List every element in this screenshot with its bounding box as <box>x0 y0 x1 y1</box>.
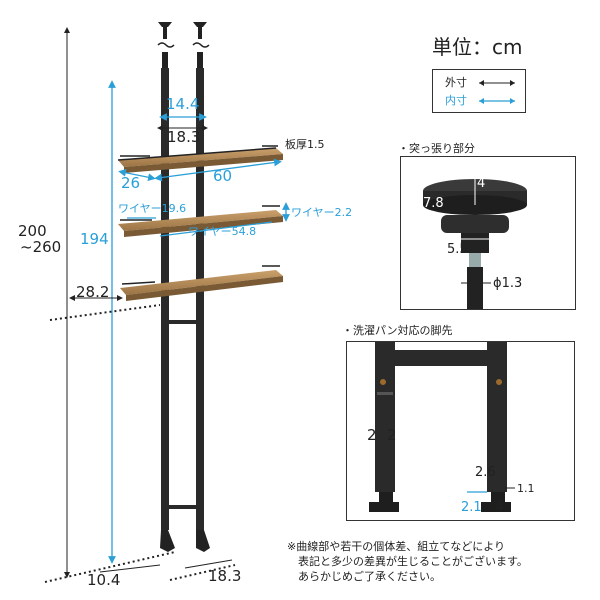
shelf-width-label: 60 <box>213 167 233 185</box>
note-line: あらかじめご了承ください。 <box>298 570 441 583</box>
rod-dia-label: ϕ1.3 <box>493 276 523 291</box>
leg-dim-right-label: 2 <box>387 426 397 444</box>
leg-dim-left-label: 2 <box>367 426 377 444</box>
shelf-middle <box>118 205 283 237</box>
cap-dia-label: 4 <box>477 176 486 191</box>
foot-outer-label: 4 <box>495 500 504 515</box>
wire-width-label: ワイヤー54.8 <box>188 225 257 238</box>
feet-detail-caption: ・洗濯パン対応の脚先 <box>342 324 453 337</box>
poles <box>160 68 210 552</box>
legend-outer-label: 外寸 <box>445 76 467 89</box>
wire-depth-label: ワイヤー19.6 <box>118 202 187 215</box>
cap-width-label: 5.5 <box>447 242 468 257</box>
note-line: ※曲線部や若干の個体差、組立てなどにより <box>287 540 505 553</box>
shelf-depth-label: 26 <box>121 174 141 192</box>
top-adjusters <box>157 22 210 68</box>
pole-outer-width-label: 18.3 <box>167 128 201 146</box>
shelf-bottom <box>120 265 283 301</box>
feet-detail-panel: 2 2 2.6 1.1 2.1 4 <box>346 341 575 521</box>
total-height-label: 200 <box>18 222 47 240</box>
foot-height-label: 2.6 <box>475 465 496 480</box>
board-thickness-label: 板厚1.5 <box>285 138 325 151</box>
unit-label: 単位：cm <box>432 35 523 59</box>
legend-inner-arrow <box>479 98 515 104</box>
cap-size-label: 7.8 <box>423 196 444 211</box>
pole-inner-width-label: 14.4 <box>166 95 200 113</box>
inner-height-label: 194 <box>80 230 109 248</box>
base-depth-label: 18.3 <box>208 567 242 585</box>
tension-detail-caption: ・突っ張り部分 <box>398 142 475 155</box>
bottom-depth-label: 28.2 <box>76 283 110 301</box>
tension-detail-panel: 4 7.8 5.5 ϕ1.3 <box>400 156 576 310</box>
foot-inner-label: 2.1 <box>461 500 482 515</box>
foot-width-label: 10.4 <box>87 571 121 589</box>
legend-inner-label: 内寸 <box>445 94 467 107</box>
dimension-lines <box>44 27 290 583</box>
legend-outer-arrow <box>479 80 515 86</box>
note-line: 表記と多少の差異が生じることがございます。 <box>298 555 528 568</box>
disclaimer-notes: ※曲線部や若干の個体差、組立てなどにより 表記と多少の差異が生じることがございま… <box>287 539 528 584</box>
foot-gap-label: 1.1 <box>517 482 535 495</box>
total-height-max-label: ~260 <box>20 238 62 256</box>
wire-height-label: ワイヤー2.2 <box>291 206 353 219</box>
legend-box: 外寸 内寸 <box>432 69 526 113</box>
